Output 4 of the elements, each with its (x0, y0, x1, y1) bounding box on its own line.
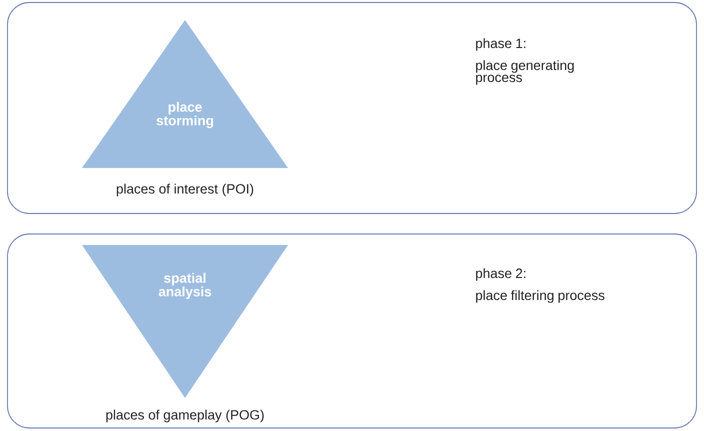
node-label: places of interest (POI) (116, 184, 254, 196)
triangle: spatial analysis (82, 245, 288, 398)
node-label: places of gameplay (POG) (106, 410, 264, 422)
triangle: place storming (82, 20, 288, 168)
